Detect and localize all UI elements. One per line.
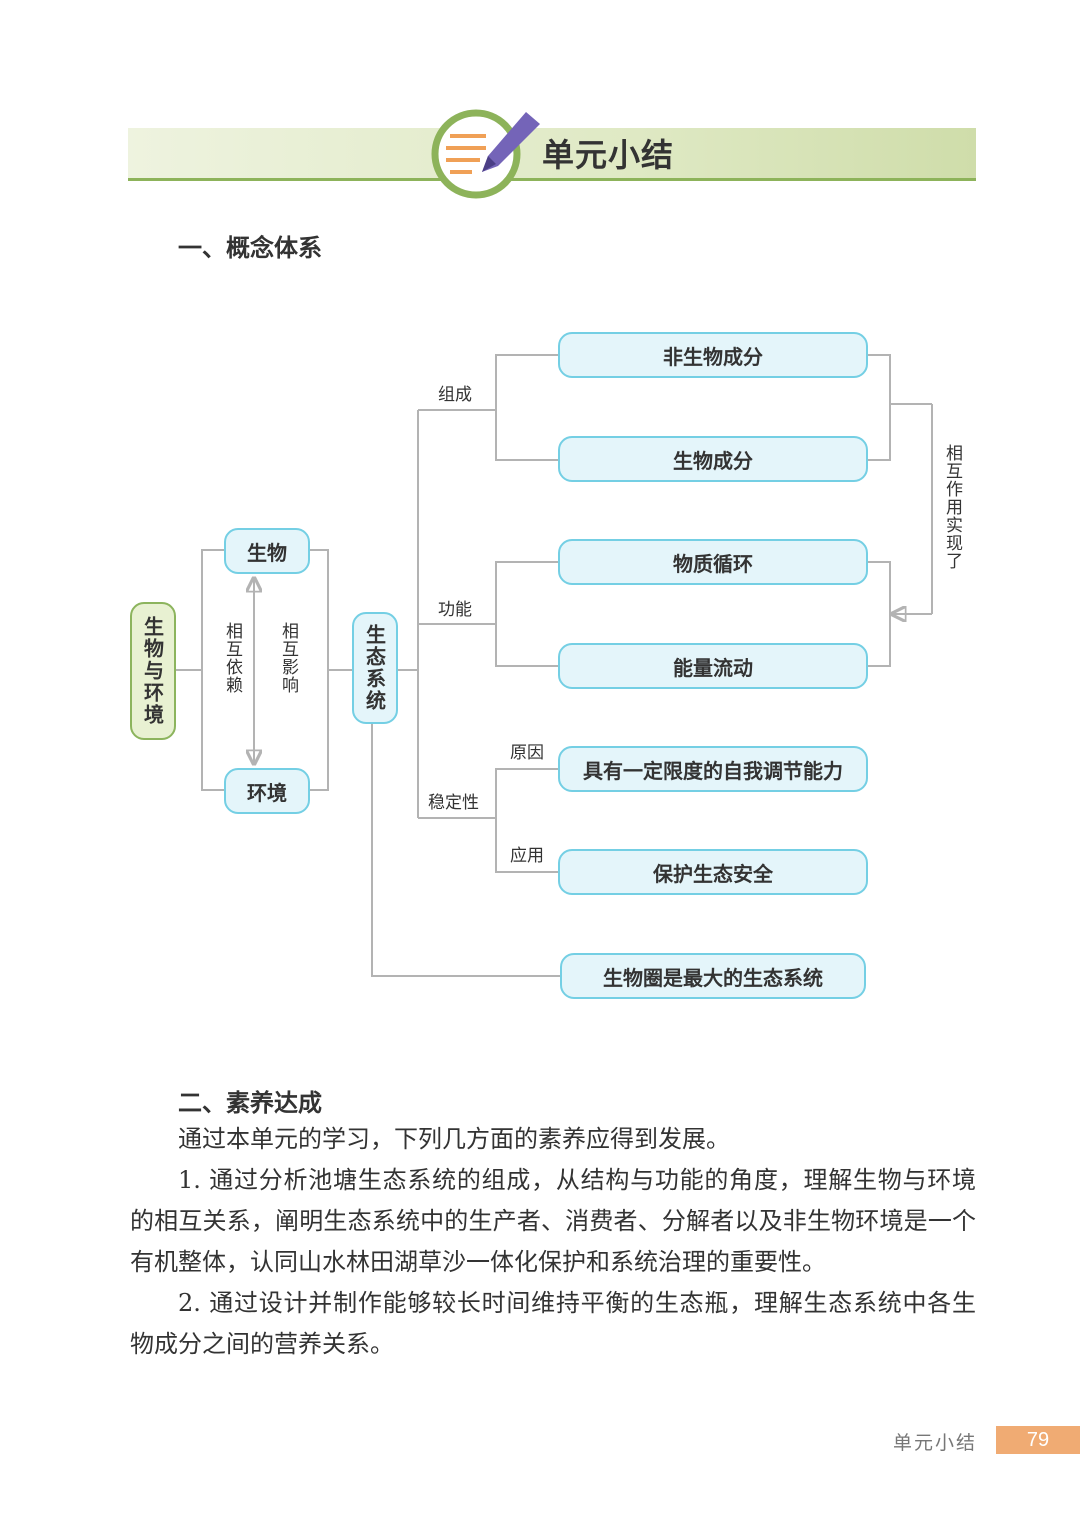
label-interaction-realizes: 相互作用实现了	[942, 444, 962, 570]
label-mutual-influence: 相互影响	[278, 622, 298, 694]
material-cycle-node: 物质循环	[558, 539, 868, 585]
organism-node: 生物	[224, 528, 310, 574]
abiotic-component-node: 非生物成分	[558, 332, 868, 378]
section2-title: 二、素养达成	[178, 1088, 322, 1117]
page-title: 单元小结	[542, 136, 675, 174]
biotic-component-node: 生物成分	[558, 436, 868, 482]
header-banner	[128, 128, 976, 181]
label-reason: 原因	[510, 743, 544, 763]
branch-label-composition: 组成	[438, 385, 472, 405]
pencil-notes-icon	[431, 109, 540, 199]
biosphere-node: 生物圈是最大的生态系统	[560, 953, 866, 999]
branch-label-stability: 稳定性	[428, 793, 479, 813]
section2-item-1: 1. 通过分析池塘生态系统的组成，从结构与功能的角度，理解生物与环境的相互关系，…	[130, 1166, 976, 1276]
environment-node: 环境	[224, 768, 310, 814]
energy-flow-node: 能量流动	[558, 643, 868, 689]
protect-ecosafety-node: 保护生态安全	[558, 849, 868, 895]
label-application: 应用	[510, 846, 544, 866]
ecosystem-node: 生态系统	[352, 612, 398, 724]
page-number: 79	[996, 1426, 1080, 1454]
footer-section-label: 单元小结	[893, 1432, 978, 1454]
label-mutual-dependence: 相互依赖	[222, 622, 242, 694]
root-node: 生物与环境	[130, 602, 176, 740]
self-regulation-node: 具有一定限度的自我调节能力	[558, 746, 868, 792]
branch-label-function: 功能	[438, 600, 472, 620]
section2-intro: 通过本单元的学习，下列几方面的素养应得到发展。	[178, 1125, 730, 1153]
section1-title: 一、概念体系	[178, 233, 322, 262]
section2-item-2: 2. 通过设计并制作能够较长时间维持平衡的生态瓶，理解生态系统中各生物成分之间的…	[130, 1289, 976, 1358]
